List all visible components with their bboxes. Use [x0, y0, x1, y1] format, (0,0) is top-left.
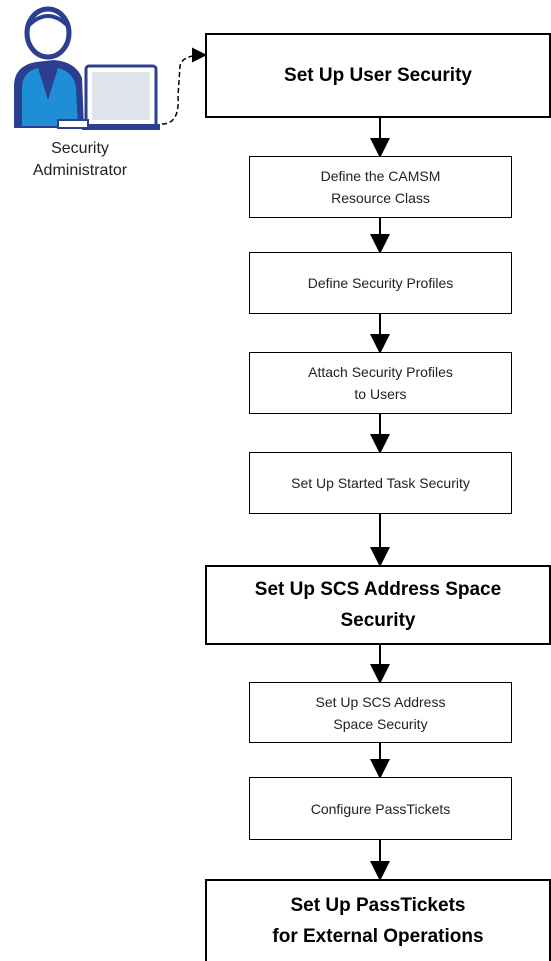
step-set-up-user-security: Set Up User Security	[205, 33, 551, 118]
step-attach-security-profiles: Attach Security Profiles to Users	[249, 352, 512, 414]
step-set-up-started-task-security: Set Up Started Task Security	[249, 452, 512, 514]
step-define-security-profiles: Define Security Profiles	[249, 252, 512, 314]
step-set-up-scs-address-space-security-minor: Set Up SCS Address Space Security	[249, 682, 512, 743]
step-configure-passtickets: Configure PassTickets	[249, 777, 512, 840]
step-define-camsm-resource-class: Define the CAMSM Resource Class	[249, 156, 512, 218]
security-administrator-label: Security Administrator	[32, 140, 128, 179]
step-set-up-scs-address-space-security-major: Set Up SCS Address Space Security	[205, 565, 551, 645]
step-set-up-passtickets-external: Set Up PassTickets for External Operatio…	[205, 879, 551, 961]
security-administrator-icon	[14, 6, 160, 130]
